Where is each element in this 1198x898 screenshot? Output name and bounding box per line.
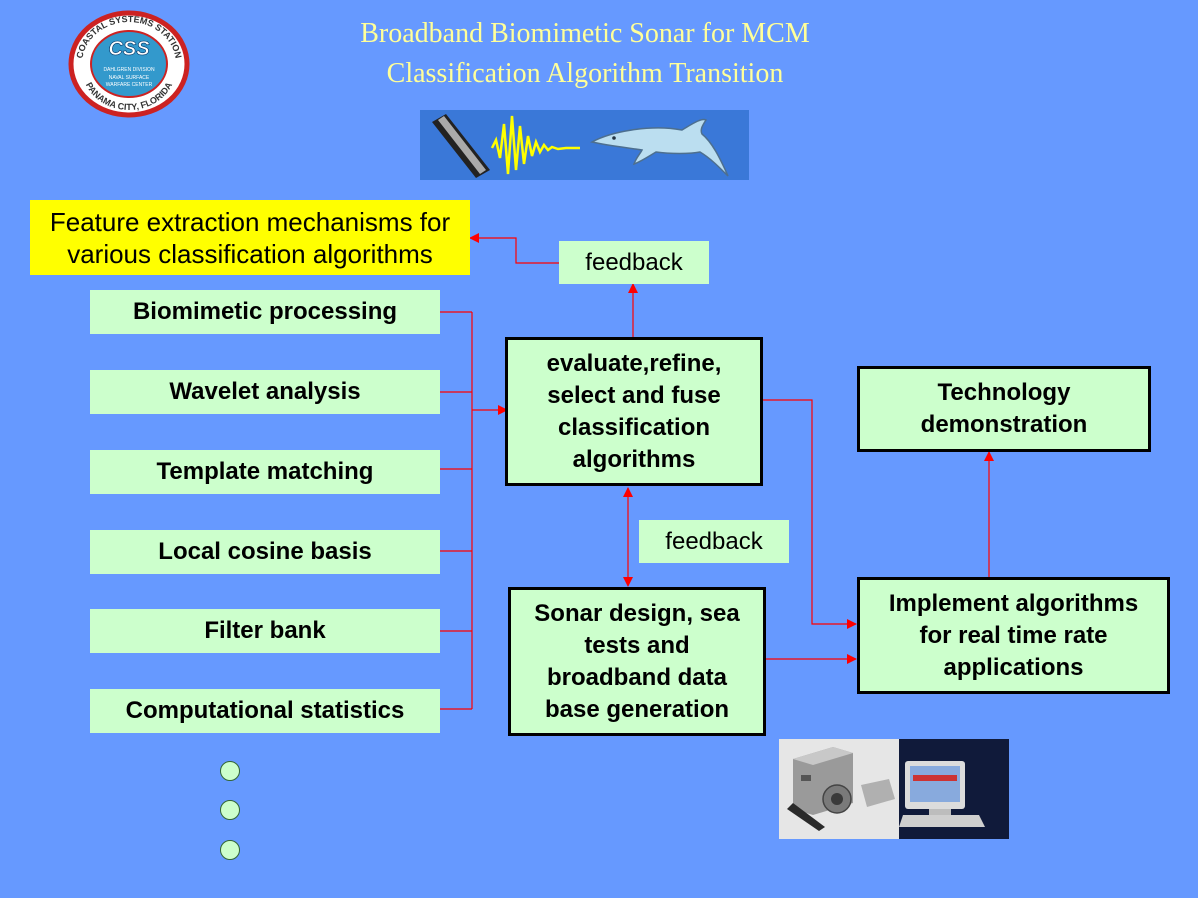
- method-filter-bank: Filter bank: [90, 609, 440, 653]
- sonar-design-box: Sonar design, sea tests and broadband da…: [508, 587, 766, 736]
- continuation-dot: [220, 800, 240, 820]
- arrow-feedback-to-feature: [469, 233, 559, 264]
- technology-demonstration-box: Technology demonstration: [857, 366, 1151, 452]
- arrow-evaluate-to-implement: [762, 399, 857, 629]
- sonar-banner-image: [420, 110, 749, 180]
- feature-extraction-box: Feature extraction mechanisms for variou…: [30, 200, 470, 275]
- css-logo: COASTAL SYSTEMS STATION PANAMA CITY, FLO…: [68, 10, 190, 118]
- title-line-1: Broadband Biomimetic Sonar for MCM: [360, 18, 810, 49]
- waveform-icon: [490, 115, 580, 175]
- implement-algorithms-box: Implement algorithms for real time rate …: [857, 577, 1170, 694]
- evaluate-algorithms-box: evaluate,refine, select and fuse classif…: [505, 337, 763, 486]
- logo-small-line-1: DAHLGREN DIVISION: [103, 67, 155, 73]
- method-local-cosine-basis: Local cosine basis: [90, 530, 440, 574]
- logo-small-line-3: WARFARE CENTER: [106, 82, 153, 88]
- equipment-photo: [779, 739, 1009, 839]
- method-biomimetic-processing: Biomimetic processing: [90, 290, 440, 334]
- logo-center-text: CSS: [108, 38, 150, 60]
- logo-small-line-2: NAVAL SURFACE: [109, 75, 150, 81]
- continuation-dot: [220, 840, 240, 860]
- sonar-hardware-icon: [787, 747, 895, 831]
- method-wavelet-analysis: Wavelet analysis: [90, 370, 440, 414]
- continuation-dot: [220, 761, 240, 781]
- dolphin-icon: [589, 118, 729, 177]
- transducer-icon: [432, 114, 490, 178]
- method-computational-statistics: Computational statistics: [90, 689, 440, 733]
- title-line-2: Classification Algorithm Transition: [386, 58, 784, 89]
- feedback-label-middle: feedback: [639, 520, 789, 563]
- slide-title: Broadband Biomimetic Sonar for MCM Class…: [250, 14, 920, 94]
- computer-monitor-icon: [899, 761, 985, 827]
- method-template-matching: Template matching: [90, 450, 440, 494]
- feedback-label-top: feedback: [559, 241, 709, 284]
